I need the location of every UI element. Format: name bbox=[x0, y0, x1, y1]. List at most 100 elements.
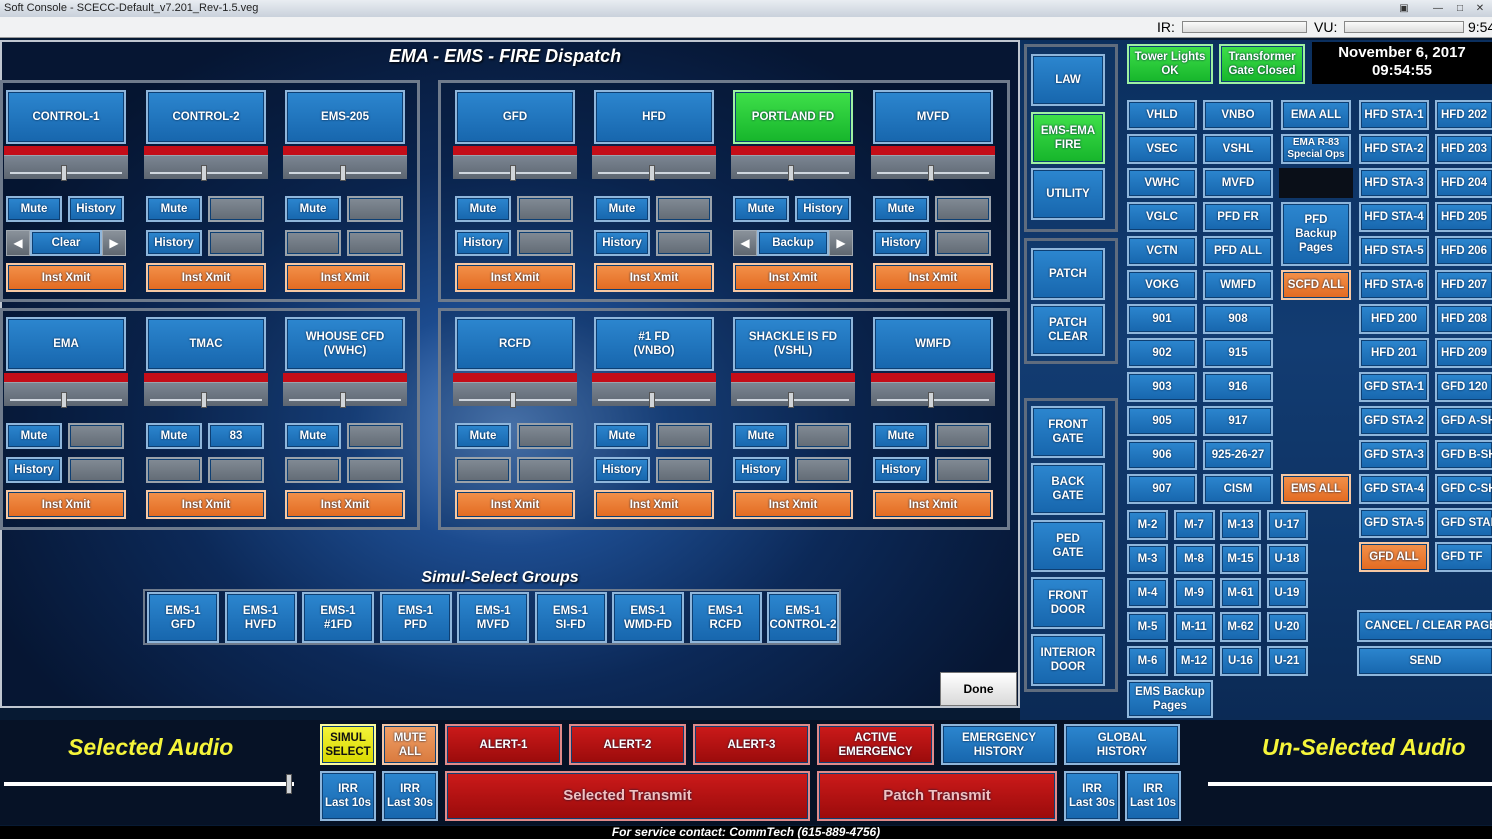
page-gfd-all-button[interactable]: GFD ALL bbox=[1359, 542, 1429, 572]
gate-back-gate-button[interactable]: BACK GATE bbox=[1031, 463, 1105, 515]
channel-ema-mute-button[interactable]: Mute bbox=[6, 423, 62, 449]
channel-ems-205-blank-button-r2-2[interactable] bbox=[347, 230, 403, 256]
selected-transmit-button[interactable]: Selected Transmit bbox=[445, 771, 810, 821]
simul-group-ems-1-si-fd-button[interactable]: EMS-1 SI-FD bbox=[534, 592, 607, 643]
active-emergency-button[interactable]: ACTIVE EMERGENCY bbox=[817, 724, 934, 765]
channel-ems-205-volume-knob[interactable] bbox=[340, 165, 346, 181]
page-cism-button[interactable]: CISM bbox=[1203, 474, 1273, 504]
page-vsec-button[interactable]: VSEC bbox=[1127, 134, 1197, 164]
done-button[interactable]: Done bbox=[940, 672, 1017, 706]
channel-whouse-cfd-button[interactable]: WHOUSE CFD (VWHC) bbox=[285, 317, 405, 371]
channel-shackle-is-fd-blank-button-r2-2[interactable] bbox=[795, 457, 851, 483]
page-m-7-button[interactable]: M-7 bbox=[1173, 510, 1215, 540]
channel-portland-fd-volume-knob[interactable] bbox=[788, 165, 794, 181]
page-hfd-203-button[interactable]: HFD 203 bbox=[1435, 134, 1492, 164]
channel-control-1-mute-button[interactable]: Mute bbox=[6, 196, 62, 222]
page-hfd-200-button[interactable]: HFD 200 bbox=[1359, 304, 1429, 334]
channel-ems-205-mute-button[interactable]: Mute bbox=[285, 196, 341, 222]
page-m-4-button[interactable]: M-4 bbox=[1127, 578, 1168, 608]
channel-gfd-volume-knob[interactable] bbox=[510, 165, 516, 181]
page-m-13-button[interactable]: M-13 bbox=[1220, 510, 1261, 540]
page-vctn-button[interactable]: VCTN bbox=[1127, 236, 1197, 266]
page-u-17-button[interactable]: U-17 bbox=[1266, 510, 1308, 540]
page-gfd-c-shi-button[interactable]: GFD C-SHI bbox=[1435, 474, 1492, 504]
channel-control-1-prev-icon[interactable]: ◀ bbox=[6, 230, 30, 256]
page-m-2-button[interactable]: M-2 bbox=[1127, 510, 1168, 540]
page-ema-all-button[interactable]: EMA ALL bbox=[1281, 100, 1351, 130]
nav-patch-button[interactable]: PATCH bbox=[1031, 248, 1105, 300]
page-pfd-backup-pages-button[interactable]: PFD Backup Pages bbox=[1281, 202, 1351, 266]
cancel-clear-pages-button[interactable]: CANCEL / CLEAR PAGE(S bbox=[1357, 610, 1492, 642]
channel-1-fd-button[interactable]: #1 FD (VNBO) bbox=[594, 317, 714, 371]
gate-interior-door-button[interactable]: INTERIOR DOOR bbox=[1031, 634, 1105, 686]
channel-control-2-history-button[interactable]: History bbox=[146, 230, 202, 256]
page-ems-backup-pages-button[interactable]: EMS Backup Pages bbox=[1127, 680, 1213, 718]
channel-ema-blank-button-2[interactable] bbox=[68, 423, 124, 449]
channel-portland-fd-next-icon[interactable]: ▶ bbox=[829, 230, 853, 256]
unselected-irr-last-10s-button[interactable]: IRR Last 10s bbox=[1125, 771, 1181, 821]
page-gfd-sta-2-button[interactable]: GFD STA-2 bbox=[1359, 406, 1429, 436]
channel-shackle-is-fd-inst-xmit-button[interactable]: Inst Xmit bbox=[733, 490, 853, 519]
page-vokg-button[interactable]: VOKG bbox=[1127, 270, 1197, 300]
channel-wmfd-button[interactable]: WMFD bbox=[873, 317, 993, 371]
channel-1-fd-blank-button-2[interactable] bbox=[656, 423, 712, 449]
channel-control-1-history-button[interactable]: History bbox=[68, 196, 124, 222]
channel-control-2-button[interactable]: CONTROL-2 bbox=[146, 90, 266, 144]
channel-mvfd-volume-knob[interactable] bbox=[928, 165, 934, 181]
channel-hfd-button[interactable]: HFD bbox=[594, 90, 714, 144]
channel-mvfd-blank-button-r2-2[interactable] bbox=[935, 230, 991, 256]
channel-wmfd-inst-xmit-button[interactable]: Inst Xmit bbox=[873, 490, 993, 519]
page-905-button[interactable]: 905 bbox=[1127, 406, 1197, 436]
page-917-button[interactable]: 917 bbox=[1203, 406, 1273, 436]
channel-mvfd-history-button[interactable]: History bbox=[873, 230, 929, 256]
channel-1-fd-mute-button[interactable]: Mute bbox=[594, 423, 650, 449]
channel-ema-inst-xmit-button[interactable]: Inst Xmit bbox=[6, 490, 126, 519]
channel-control-1-button[interactable]: CONTROL-1 bbox=[6, 90, 126, 144]
channel-rcfd-blank-button-r2-2[interactable] bbox=[517, 457, 573, 483]
page-u-19-button[interactable]: U-19 bbox=[1266, 578, 1308, 608]
page-hfd-sta-1-button[interactable]: HFD STA-1 bbox=[1359, 100, 1429, 130]
page-u-20-button[interactable]: U-20 bbox=[1266, 612, 1308, 642]
channel-control-2-blank-button-r2-2[interactable] bbox=[208, 230, 264, 256]
page-hfd-208-button[interactable]: HFD 208 bbox=[1435, 304, 1492, 334]
channel-ema-button[interactable]: EMA bbox=[6, 317, 126, 371]
alert-1-button[interactable]: ALERT-1 bbox=[445, 724, 562, 765]
page-wmfd-button[interactable]: WMFD bbox=[1203, 270, 1273, 300]
page-hfd-204-button[interactable]: HFD 204 bbox=[1435, 168, 1492, 198]
channel-portland-fd-mute-button[interactable]: Mute bbox=[733, 196, 789, 222]
page-u-21-button[interactable]: U-21 bbox=[1266, 646, 1308, 676]
alert-2-button[interactable]: ALERT-2 bbox=[569, 724, 686, 765]
channel-wmfd-history-button[interactable]: History bbox=[873, 457, 929, 483]
page-hfd-sta-2-button[interactable]: HFD STA-2 bbox=[1359, 134, 1429, 164]
simul-group-ems-1-pfd-button[interactable]: EMS-1 PFD bbox=[379, 592, 452, 643]
page-m-3-button[interactable]: M-3 bbox=[1127, 544, 1168, 574]
page-hfd-sta-3-button[interactable]: HFD STA-3 bbox=[1359, 168, 1429, 198]
page-gfd-tf-button[interactable]: GFD TF bbox=[1435, 542, 1492, 572]
unselected-irr-last-30s-button[interactable]: IRR Last 30s bbox=[1064, 771, 1120, 821]
channel-control-2-inst-xmit-button[interactable]: Inst Xmit bbox=[146, 263, 266, 292]
page-908-button[interactable]: 908 bbox=[1203, 304, 1273, 334]
close-icon[interactable]: ✕ bbox=[1475, 3, 1485, 14]
page-915-button[interactable]: 915 bbox=[1203, 338, 1273, 368]
channel-hfd-mute-button[interactable]: Mute bbox=[594, 196, 650, 222]
simul-select-button[interactable]: SIMUL SELECT bbox=[320, 724, 376, 765]
page-ems-all-button[interactable]: EMS ALL bbox=[1281, 474, 1351, 504]
channel-gfd-mute-button[interactable]: Mute bbox=[455, 196, 511, 222]
page-u-16-button[interactable]: U-16 bbox=[1220, 646, 1261, 676]
page-m-12-button[interactable]: M-12 bbox=[1173, 646, 1215, 676]
channel-wmfd-mute-button[interactable]: Mute bbox=[873, 423, 929, 449]
channel-control-1-volume-knob[interactable] bbox=[61, 165, 67, 181]
page-ema-r-83-special-ops-button[interactable]: EMA R-83 Special Ops bbox=[1281, 134, 1351, 164]
channel-rcfd-button[interactable]: RCFD bbox=[455, 317, 575, 371]
page-903-button[interactable]: 903 bbox=[1127, 372, 1197, 402]
page-hfd-207-button[interactable]: HFD 207 bbox=[1435, 270, 1492, 300]
channel-control-1-clear-button[interactable]: Clear bbox=[30, 230, 102, 256]
page-gfd-sta-4-button[interactable]: GFD STA-4 bbox=[1359, 474, 1429, 504]
channel-whouse-cfd-blank-button-r2-1[interactable] bbox=[285, 457, 341, 483]
channel-ems-205-blank-button-2[interactable] bbox=[347, 196, 403, 222]
page-916-button[interactable]: 916 bbox=[1203, 372, 1273, 402]
channel-tmac-inst-xmit-button[interactable]: Inst Xmit bbox=[146, 490, 266, 519]
channel-control-2-volume-knob[interactable] bbox=[201, 165, 207, 181]
irr-last-30s-button[interactable]: IRR Last 30s bbox=[382, 771, 438, 821]
page-pfd-fr-button[interactable]: PFD FR bbox=[1203, 202, 1273, 232]
